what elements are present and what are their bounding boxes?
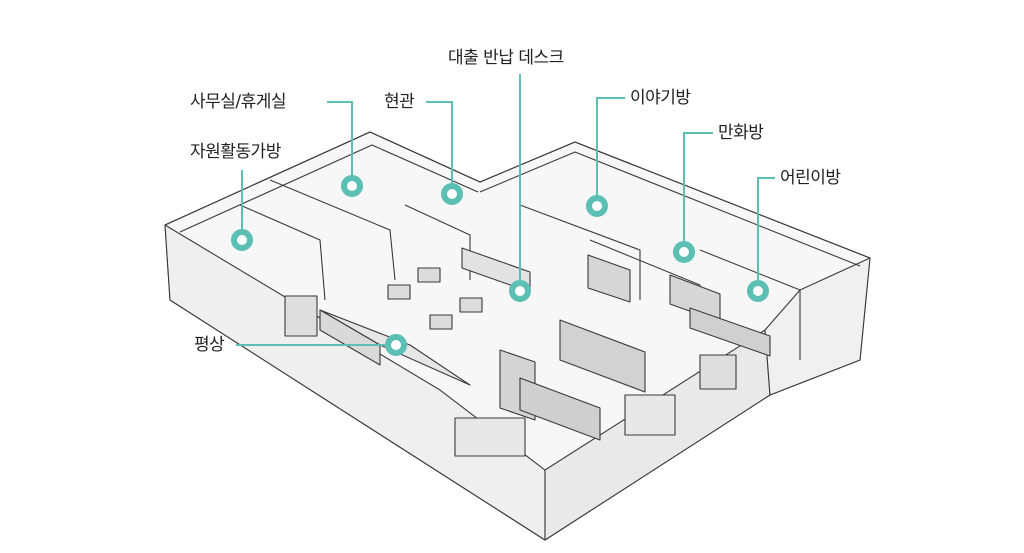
platform-front (319, 309, 381, 366)
marker-floor (385, 334, 407, 356)
partition-story (519, 204, 641, 300)
table (429, 314, 453, 330)
inner-wall-line (179, 144, 479, 233)
door (699, 354, 737, 390)
leader-line-entrance (426, 101, 453, 192)
partition-office (269, 179, 396, 281)
table (459, 297, 483, 313)
table (387, 284, 411, 300)
bookshelf (519, 377, 601, 441)
leader-line-kids (757, 177, 775, 289)
marker-comic (673, 241, 695, 263)
marker-volunteer (231, 229, 253, 251)
window (454, 417, 526, 457)
label-kids: 어린이방 (780, 168, 841, 188)
label-entrance: 현관 (384, 92, 415, 112)
inner-wall-line-2 (479, 151, 861, 267)
bookshelf (689, 307, 771, 357)
leader-line-office (327, 101, 353, 186)
table (417, 267, 441, 283)
back-wall-right (479, 141, 871, 259)
label-story: 이야기방 (630, 88, 691, 108)
right-wall (764, 257, 871, 396)
leader-line-comic (683, 132, 713, 250)
marker-story (586, 195, 608, 217)
back-wall-left (164, 131, 481, 226)
door (284, 295, 318, 337)
label-comic: 만화방 (718, 123, 764, 143)
bookshelf (587, 254, 631, 303)
label-desk: 대출 반납 데스크 (448, 48, 564, 68)
marker-kids (747, 280, 769, 302)
marker-office (341, 175, 363, 197)
label-floor: 평상 (194, 335, 225, 355)
leader-line-story (596, 97, 625, 204)
label-office: 사무실/휴게실 (190, 92, 287, 112)
marker-desk (509, 280, 531, 302)
window (624, 394, 676, 436)
partition-volunteer (239, 204, 326, 301)
marker-entrance (441, 183, 463, 205)
bookshelf (559, 319, 646, 393)
label-volunteer: 자원활동가방 (190, 142, 281, 162)
partition-kids (699, 249, 801, 360)
